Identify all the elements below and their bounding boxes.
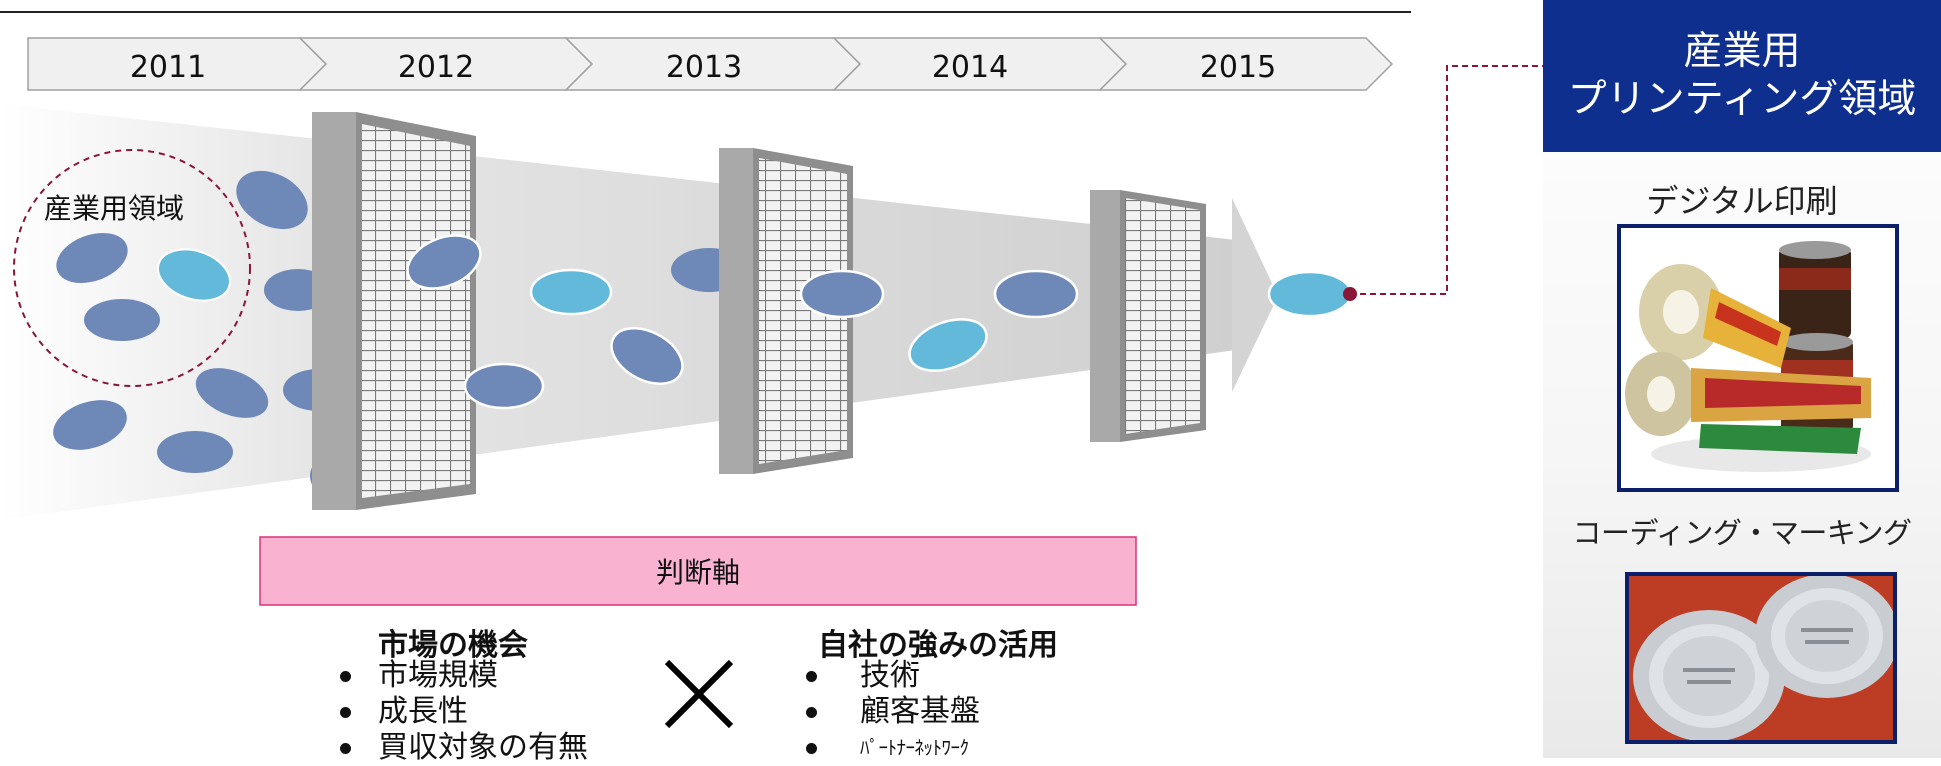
- selected-ellipse: [1267, 270, 1353, 318]
- chevron-2015: [1098, 37, 1394, 91]
- candidate-ellipse: [529, 268, 613, 316]
- panel-header-line2: プリンティング領域: [1567, 77, 1917, 122]
- industrial-domain-circle: [13, 149, 251, 387]
- candidate-ellipse: [236, 170, 308, 230]
- timeline: 2011 2012 2013 2014 2015: [27, 37, 1394, 91]
- list-item: 顧客基盤: [802, 694, 980, 730]
- candidate-ellipse: [463, 362, 545, 410]
- label-rolls-photo: [1617, 224, 1899, 492]
- candidate-ellipse: [53, 400, 127, 450]
- candidate-ellipse: [195, 368, 269, 418]
- candidate-ellipse: [406, 234, 482, 290]
- year-label: 2013: [666, 50, 742, 85]
- list-item: 買収対象の有無: [336, 730, 588, 766]
- candidate-ellipse: [908, 318, 988, 372]
- candidate-ellipse: [157, 431, 233, 473]
- coding-marking-caption: コーディング・マーキング: [1572, 516, 1912, 550]
- funnel-diagram: 2011 2012 2013 2014 2015 産業用領域: [0, 11, 1543, 729]
- strengths-list: 技術 顧客基盤 ﾊﾟｰﾄﾅｰﾈｯﾄﾜｰｸ: [802, 658, 980, 766]
- market-opportunity-list: 市場規模 成長性 買収対象の有無: [336, 658, 588, 766]
- candidate-ellipse: [56, 232, 128, 284]
- filter-2014: [1090, 190, 1206, 442]
- list-item: 技術: [802, 658, 980, 694]
- candidate-ellipse: [157, 248, 231, 302]
- digital-printing-caption: デジタル印刷: [1646, 182, 1838, 220]
- industrial-printing-panel: 産業用 プリンティング領域 デジタル印刷 コーディング・マーキ: [1543, 0, 1941, 758]
- panel-header-line1: 産業用: [1683, 29, 1801, 74]
- year-label: 2011: [130, 50, 206, 85]
- criteria-banner-label: 判断軸: [656, 556, 740, 589]
- market-opportunity-title: 市場の機会: [378, 628, 528, 663]
- year-label: 2015: [1200, 50, 1276, 85]
- connector-line: [1350, 65, 1543, 295]
- times-operator: [664, 659, 734, 729]
- coded-cans-photo: [1625, 572, 1897, 744]
- year-label: 2014: [932, 50, 1008, 85]
- filter-2013: [719, 148, 853, 474]
- strengths-title: 自社の強みの活用: [818, 628, 1058, 663]
- list-item: 成長性: [336, 694, 588, 730]
- list-item: 市場規模: [336, 658, 588, 694]
- circle-label: 産業用領域: [44, 192, 184, 225]
- funnel-arrow: [0, 104, 1278, 520]
- panel-header: 産業用 プリンティング領域: [1543, 0, 1941, 152]
- candidate-ellipse: [799, 269, 885, 319]
- year-label: 2012: [398, 50, 474, 85]
- connector-dot: [1343, 287, 1357, 301]
- candidate-ellipse: [993, 269, 1079, 319]
- criteria-banner: 判断軸: [259, 536, 1137, 606]
- candidate-ellipse: [84, 299, 160, 341]
- list-item: ﾊﾟｰﾄﾅｰﾈｯﾄﾜｰｸ: [802, 730, 980, 766]
- candidate-ellipse: [610, 327, 684, 385]
- filter-2012: [312, 112, 476, 510]
- candidate-ellipses-front: [406, 234, 1353, 410]
